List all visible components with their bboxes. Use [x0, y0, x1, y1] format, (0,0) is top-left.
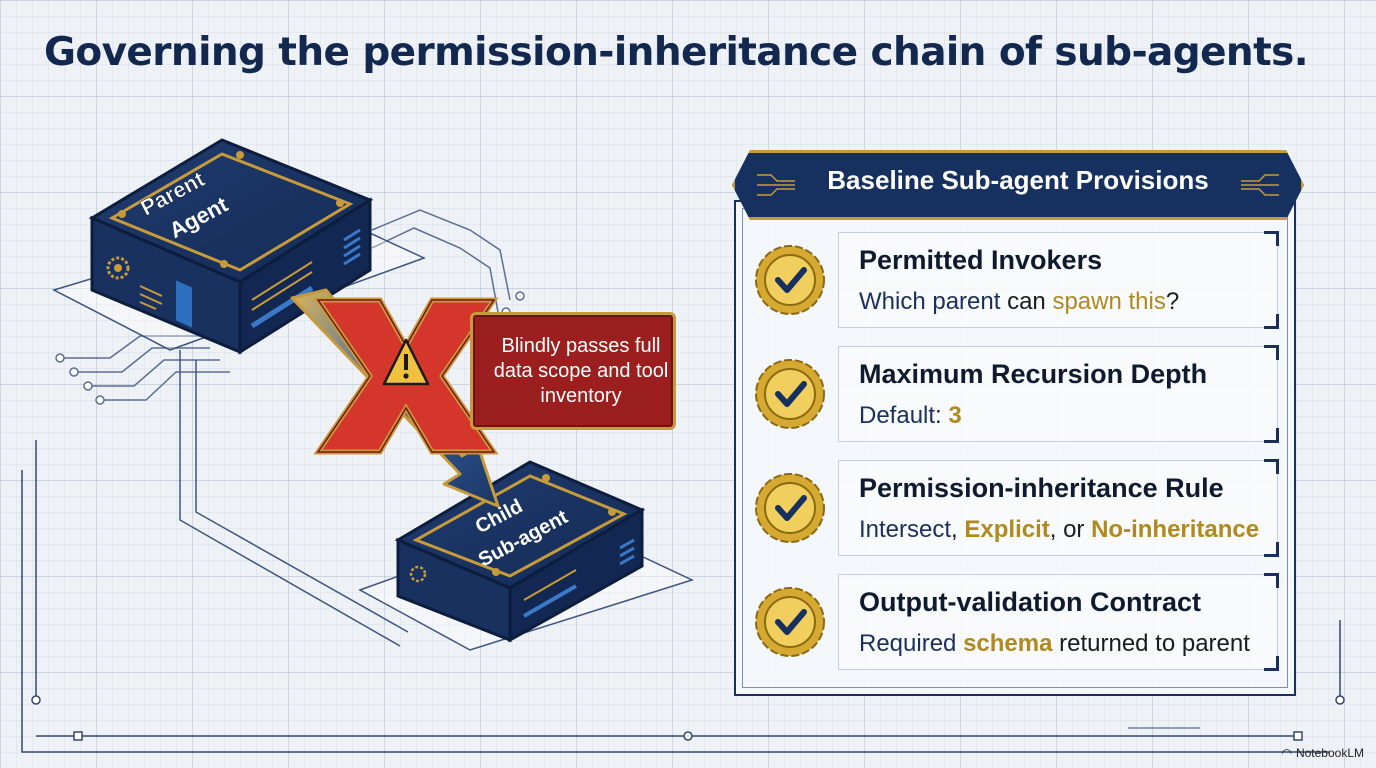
brand-watermark: ◠ NotebookLM — [1281, 746, 1364, 760]
warning-icon — [382, 338, 430, 386]
provision-item: Permission-inheritance Rule Intersect, E… — [838, 459, 1279, 557]
provision-description: Which parent can spawn this? — [859, 288, 1180, 315]
provision-title: Permission-inheritance Rule — [859, 473, 1224, 503]
vent-grille — [343, 228, 361, 266]
circuit-icon — [1237, 167, 1281, 203]
blueprint-frame — [21, 440, 1345, 753]
connector-lines — [179, 350, 409, 647]
panel-frame — [734, 200, 1296, 696]
circuit-traces — [55, 209, 525, 405]
gear-icon — [409, 565, 427, 583]
provision-item: Maximum Recursion Depth Default: 3 — [838, 345, 1279, 443]
brand-name: NotebookLM — [1295, 746, 1364, 760]
circuit-icon — [755, 167, 799, 203]
provision-title: Permitted Invokers — [859, 245, 1103, 275]
provision-item: Permitted Invokers Which parent can spaw… — [838, 231, 1279, 329]
warning-callout: Blindly passes full data scope and tool … — [470, 312, 676, 430]
child-agent-box: Child Sub-agent — [394, 460, 646, 643]
provision-title: Maximum Recursion Depth — [859, 359, 1208, 389]
vent-grille — [619, 538, 635, 566]
check-badge-icon — [755, 245, 825, 315]
notebooklm-logo-icon: ◠ — [1281, 746, 1292, 760]
warning-text: Blindly passes full data scope and tool … — [493, 334, 669, 407]
provision-title: Output-validation Contract — [859, 587, 1201, 617]
provision-item: Output-validation Contract Required sche… — [838, 573, 1279, 671]
provisions-panel: Baseline Sub-agent Provisions Permitted … — [724, 140, 1306, 696]
gear-icon — [106, 256, 130, 280]
provision-description: Required schema returned to parent — [859, 630, 1250, 657]
provision-description: Default: 3 — [859, 402, 962, 429]
check-badge-icon — [755, 473, 825, 543]
page-title: Governing the permission-inheritance cha… — [44, 30, 1309, 75]
check-badge-icon — [755, 587, 825, 657]
provision-description: Intersect, Explicit, or No-inheritance — [859, 516, 1260, 543]
panel-title: Baseline Sub-agent Provisions — [827, 165, 1209, 195]
check-badge-icon — [755, 359, 825, 429]
panel-header: Baseline Sub-agent Provisions — [732, 150, 1304, 220]
